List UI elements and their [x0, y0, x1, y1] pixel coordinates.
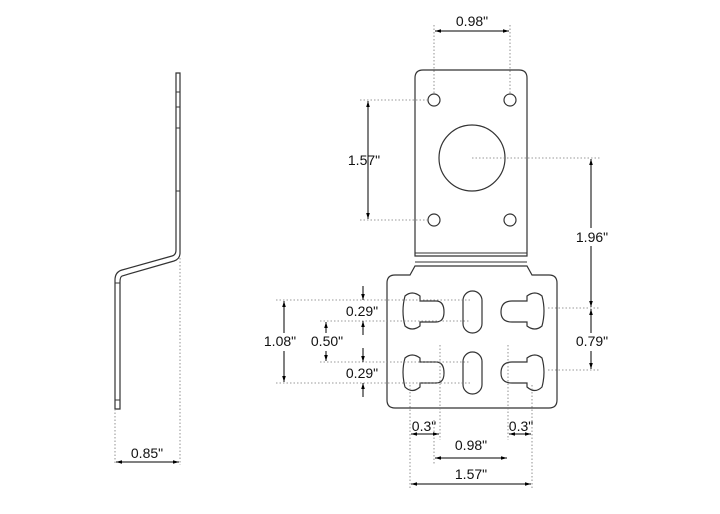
extension-lines	[276, 25, 600, 490]
slot-gap-label: 0.50"	[311, 333, 343, 349]
mount-hole	[427, 93, 441, 107]
front-view	[386, 69, 558, 409]
slot	[462, 351, 483, 395]
keyhole-left-width-label: 0.3"	[412, 418, 436, 434]
slot-lower-height-label: 0.29"	[346, 365, 378, 381]
keyhole	[500, 292, 545, 330]
slot-vertical-left-label: 1.08"	[264, 333, 296, 349]
mount-hole	[503, 93, 517, 107]
slot-vertical-right-label: 0.79"	[576, 333, 608, 349]
slot-spacing-inner-label: 0.98"	[455, 437, 487, 453]
keyhole	[500, 354, 545, 392]
side-depth-label: 0.85"	[131, 445, 163, 461]
mount-hole	[503, 213, 517, 227]
mount-hole	[427, 213, 441, 227]
slot-spacing-outer-label: 1.57"	[455, 466, 487, 482]
slot-upper-height-label: 0.29"	[346, 303, 378, 319]
side-view: 0.85"	[114, 72, 181, 465]
dimension-lines: 0.98" 1.57" 1.96" 0.79" 1.08" 0.29" 0.50…	[258, 13, 612, 486]
slot	[462, 290, 483, 334]
center-to-slot-label: 1.96"	[576, 229, 608, 245]
keyhole-right-width-label: 0.3"	[509, 418, 533, 434]
top-hole-vertical-label: 1.57"	[348, 152, 380, 168]
keyhole	[402, 354, 445, 392]
keyhole	[402, 292, 445, 330]
top-hole-spacing-label: 0.98"	[456, 13, 488, 29]
